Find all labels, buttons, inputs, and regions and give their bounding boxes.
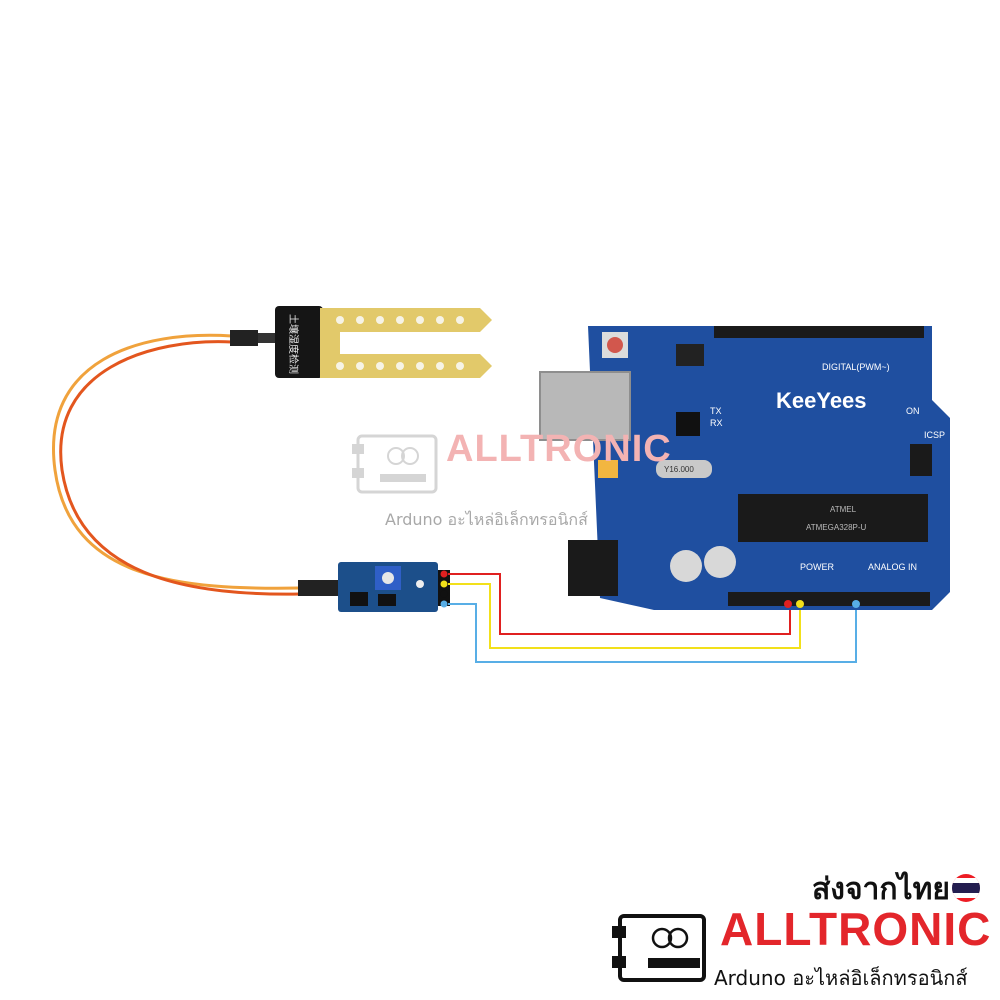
watermark-tagline: Arduno อะไหล่อิเล็กทรอนิกส์ (385, 510, 588, 529)
soil-moisture-probe: 土壤湿度检测 (230, 306, 492, 378)
vcc-wire (448, 573, 791, 635)
crystal-label: Y16.000 (664, 465, 694, 474)
rx-label: RX (710, 418, 723, 428)
chip-mark: ATMEL (830, 505, 857, 514)
board-brand: KeeYees (776, 388, 867, 413)
probe-label: 土壤湿度检测 (287, 314, 300, 374)
on-label: ON (906, 406, 920, 416)
footer-brand: ALLTRONIC (720, 903, 992, 955)
footer-logo-icon (612, 914, 706, 982)
ship-from-thailand-text: ส่งจากไทย (812, 872, 950, 907)
sensor-module (298, 562, 450, 612)
gnd-wire (448, 583, 801, 649)
analog-label: ANALOG IN (868, 562, 917, 572)
probe-cable-orange (52, 333, 301, 590)
footer-tagline: Arduno อะไหล่อิเล็กทรอนิกส์ (714, 966, 968, 990)
digital-label: DIGITAL(PWM~) (822, 362, 890, 372)
watermark-brand: ALLTRONIC (446, 428, 672, 470)
chip-label: ATMEGA328P-U (806, 523, 867, 532)
icsp-label: ICSP (924, 430, 945, 440)
signal-wire (448, 603, 857, 663)
probe-cable-red (59, 340, 301, 596)
thailand-flag-icon (952, 874, 980, 902)
power-label: POWER (800, 562, 835, 572)
arduino-board: KeeYees DIGITAL(PWM~) ICSP ON TX RX Y16.… (539, 326, 950, 610)
watermark-logo-icon (352, 434, 438, 494)
tx-label: TX (710, 406, 722, 416)
